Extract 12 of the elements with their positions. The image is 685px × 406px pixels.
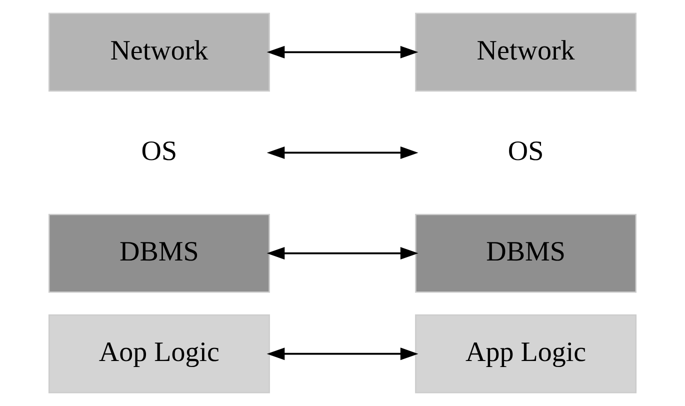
node-box: Network xyxy=(48,12,270,92)
node-box: DBMS xyxy=(415,214,637,293)
node-box: DBMS xyxy=(48,214,270,293)
arrow xyxy=(266,46,418,58)
node-box: App Logic xyxy=(415,314,637,394)
node-text: OS xyxy=(141,136,178,167)
arrow xyxy=(266,146,418,159)
node-text: OS xyxy=(508,136,544,167)
arrow xyxy=(266,247,418,260)
node-box: Network xyxy=(415,12,637,92)
node-box: Aop Logic xyxy=(48,314,270,394)
arrow xyxy=(266,348,418,360)
